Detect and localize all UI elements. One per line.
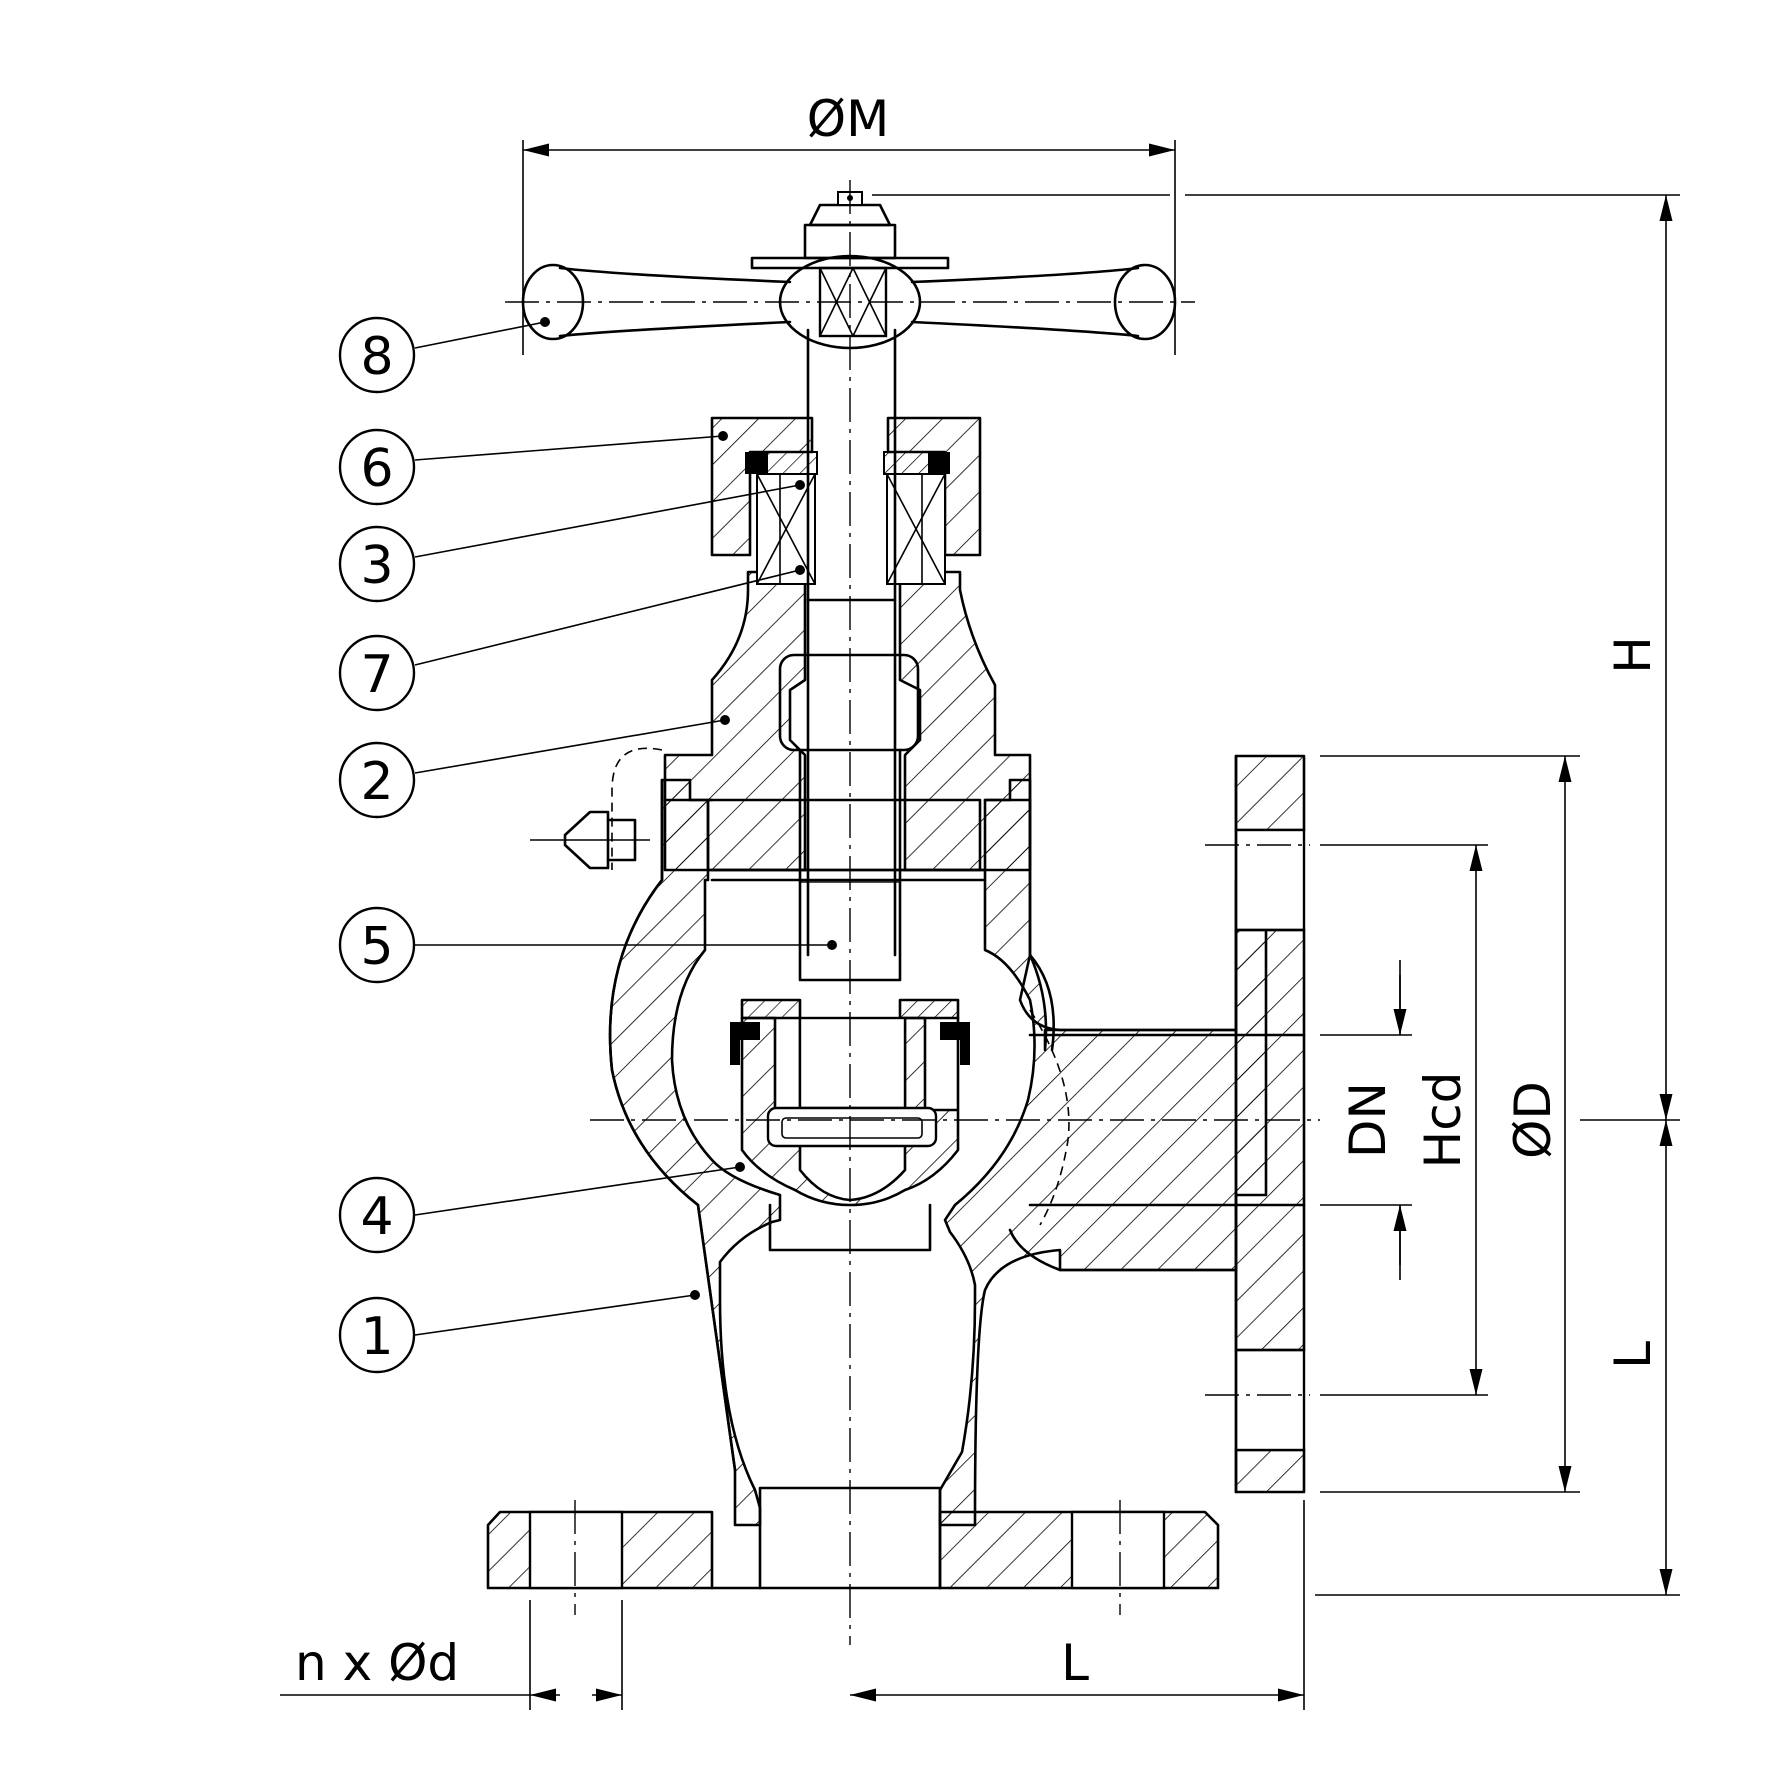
- callout-bubble-6: [338, 428, 416, 506]
- callout-label-2: 2: [360, 752, 393, 812]
- callout-bubble-5: [338, 906, 416, 984]
- callout-bubble-4: [338, 1176, 416, 1254]
- bonnet: [530, 570, 1032, 882]
- callout-label-4: 4: [360, 1187, 393, 1247]
- valve-body: [486, 747, 1306, 1590]
- callout-bubble-7: [338, 634, 416, 712]
- callout-label-6: 6: [360, 439, 393, 499]
- dim-bolt-circle: Hcd: [1414, 1072, 1472, 1169]
- disc: [730, 998, 970, 1252]
- dim-nominal-diameter: DN: [1339, 1082, 1397, 1158]
- callout-label-5: 5: [360, 917, 393, 977]
- dim-bottom-length: L: [1061, 1634, 1089, 1692]
- callout-label-1: 1: [360, 1307, 393, 1367]
- callout-label-7: 7: [360, 645, 393, 705]
- dim-flange-diameter: ØD: [1504, 1081, 1562, 1159]
- packing-gland: [745, 451, 950, 585]
- dim-height: H: [1604, 636, 1662, 674]
- callout-bubble-1: [338, 1296, 416, 1374]
- dim-handwheel-diameter: ØM: [807, 90, 890, 148]
- dimension-lines: [280, 140, 1680, 1710]
- callout-bubble-2: [338, 741, 416, 819]
- dim-side-length: L: [1604, 1341, 1662, 1369]
- callout-label-8: 8: [360, 327, 393, 387]
- callout-bubble-8: [338, 316, 416, 394]
- dim-bolt-holes: n x Ød: [295, 1634, 459, 1692]
- callout-label-3: 3: [360, 536, 393, 596]
- handwheel: [521, 191, 1177, 350]
- center-lines: [505, 180, 1320, 1645]
- part-callouts: 8 6 3 7 2 5 4 1: [338, 316, 837, 1374]
- callout-bubble-3: [338, 525, 416, 603]
